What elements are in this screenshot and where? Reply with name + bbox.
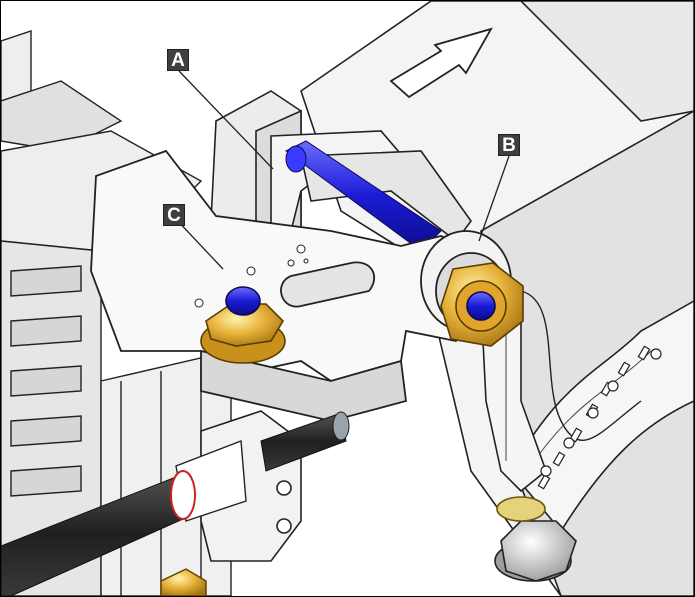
scale-markings xyxy=(537,345,662,490)
spring-wire xyxy=(520,290,642,441)
callout-c: C xyxy=(163,204,185,226)
lower-gold-nut xyxy=(160,568,207,596)
lock-nut-b xyxy=(440,262,524,347)
link-plate xyxy=(90,149,482,422)
direction-arrow-icon xyxy=(389,27,493,99)
small-screws xyxy=(194,244,309,308)
callout-a: A xyxy=(167,49,189,71)
hydraulic-hose xyxy=(1,411,350,596)
callout-b: B xyxy=(498,134,520,156)
pivot-pin-a xyxy=(285,140,442,252)
lock-nut-c xyxy=(200,286,286,364)
lower-hex-bolt xyxy=(494,496,577,582)
